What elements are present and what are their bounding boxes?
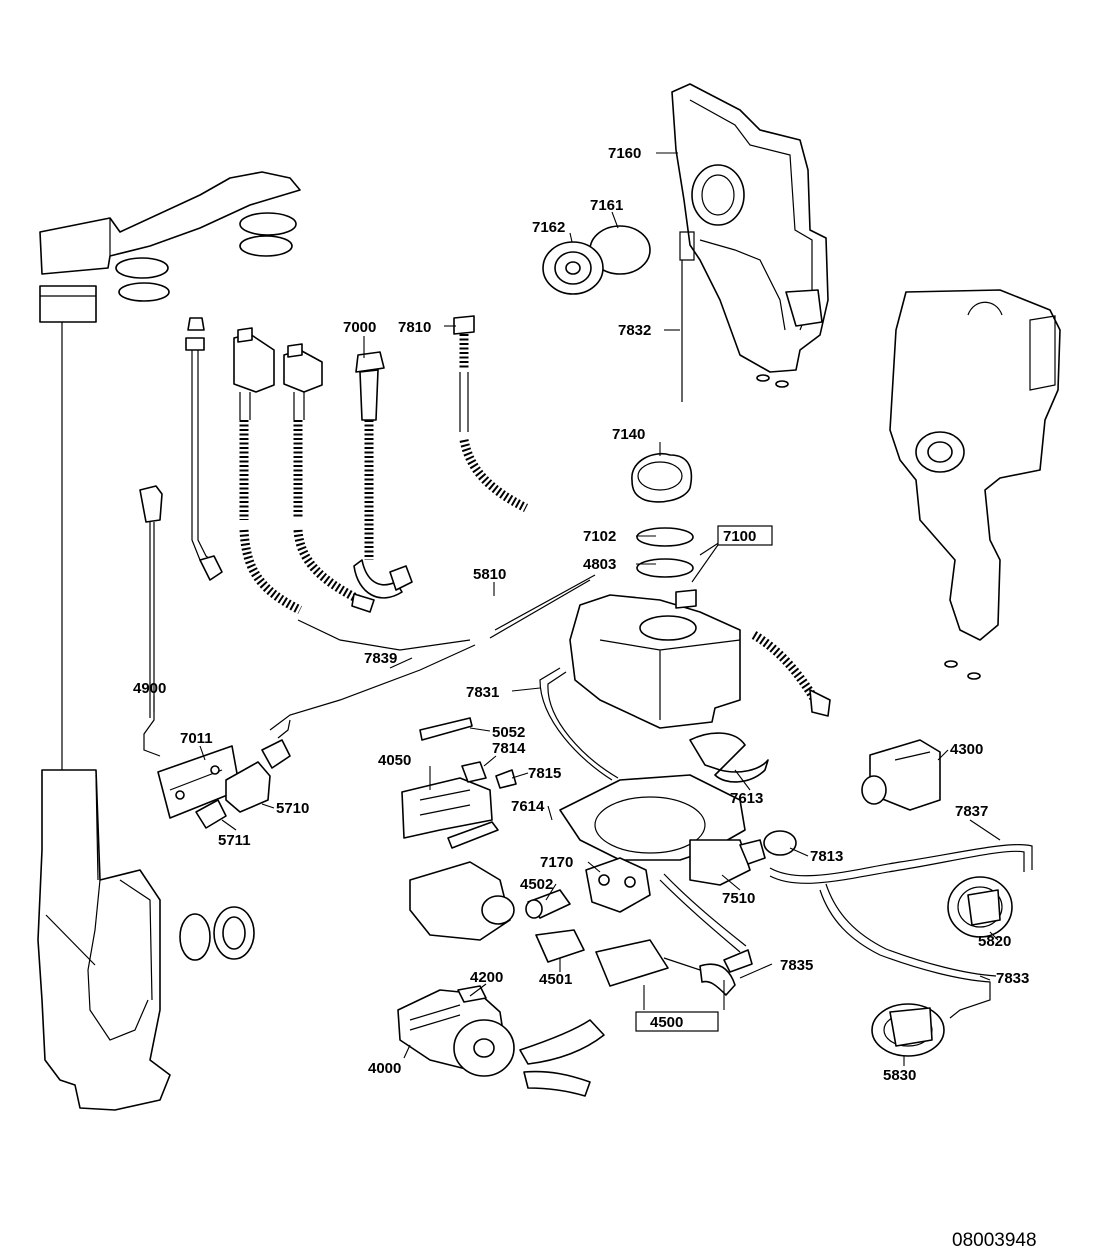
label-4500: 4500 bbox=[650, 1014, 683, 1031]
label-4900: 4900 bbox=[133, 680, 166, 697]
duct-seal-rings bbox=[115, 212, 297, 302]
circulation-pump-ghost bbox=[409, 861, 515, 941]
circulation-pump-4000 bbox=[397, 985, 515, 1077]
label-7835: 7835 bbox=[780, 957, 813, 974]
inlet-valve bbox=[195, 719, 291, 829]
label-4501: 4501 bbox=[539, 971, 572, 988]
tube-7833 bbox=[819, 883, 997, 1019]
label-4000: 4000 bbox=[368, 1060, 401, 1077]
leader-lines bbox=[153, 152, 1001, 1066]
label-4050: 4050 bbox=[378, 752, 411, 769]
label-4300: 4300 bbox=[950, 741, 983, 758]
label-box-4500 bbox=[635, 1011, 719, 1032]
pump-housing-7170 bbox=[585, 857, 651, 913]
pressure-switch-5830 bbox=[871, 1003, 945, 1057]
label-7614: 7614 bbox=[511, 798, 545, 815]
drain-pump-bracket bbox=[401, 761, 517, 839]
label-7837: 7837 bbox=[955, 803, 988, 820]
label-7810: 7810 bbox=[398, 319, 431, 336]
inlet-hoses bbox=[185, 315, 529, 615]
tube-7837 bbox=[769, 844, 1033, 884]
label-4803: 4803 bbox=[583, 556, 616, 573]
water-distribution-duct bbox=[671, 83, 829, 373]
spray-arm-hub bbox=[542, 225, 651, 295]
label-7510: 7510 bbox=[722, 890, 755, 907]
gasket-7613 bbox=[689, 732, 769, 783]
label-7839: 7839 bbox=[364, 650, 397, 667]
sump-hoses bbox=[751, 631, 831, 717]
label-7833: 7833 bbox=[996, 970, 1029, 987]
label-4502: 4502 bbox=[520, 876, 553, 893]
label-7814: 7814 bbox=[492, 740, 526, 757]
salt-rings bbox=[636, 527, 694, 578]
air-duct-top bbox=[39, 171, 301, 323]
pump-hoses bbox=[519, 1019, 605, 1097]
label-7160: 7160 bbox=[608, 145, 641, 162]
label-7100: 7100 bbox=[723, 528, 756, 545]
duct-fan-seal bbox=[179, 906, 255, 961]
air-duct-bottom bbox=[37, 769, 171, 1111]
label-7832: 7832 bbox=[618, 322, 651, 339]
label-7000: 7000 bbox=[343, 319, 376, 336]
drain-pump-4300 bbox=[861, 739, 941, 811]
label-7831: 7831 bbox=[466, 684, 499, 701]
label-7815: 7815 bbox=[528, 765, 561, 782]
hose-4501 bbox=[535, 929, 585, 963]
label-5052: 5052 bbox=[492, 724, 525, 741]
label-7170: 7170 bbox=[540, 854, 573, 871]
side-panel bbox=[889, 289, 1061, 680]
drawing-code: 08003948 bbox=[952, 1230, 1037, 1251]
label-7011: 7011 bbox=[180, 730, 213, 747]
pressure-switch-5820 bbox=[947, 876, 1013, 938]
label-4200: 4200 bbox=[470, 969, 503, 986]
label-5830: 5830 bbox=[883, 1067, 916, 1084]
label-7161: 7161 bbox=[590, 197, 623, 214]
salt-cap bbox=[631, 453, 693, 503]
label-7162: 7162 bbox=[532, 219, 565, 236]
label-5820: 5820 bbox=[978, 933, 1011, 950]
wire-harness bbox=[139, 485, 596, 757]
label-7613: 7613 bbox=[730, 790, 763, 807]
label-7813: 7813 bbox=[810, 848, 843, 865]
sump-housing bbox=[559, 774, 766, 886]
label-5710: 5710 bbox=[276, 800, 309, 817]
label-box-7100 bbox=[717, 525, 773, 546]
label-5810: 5810 bbox=[473, 566, 506, 583]
label-7140: 7140 bbox=[612, 426, 645, 443]
heater-pipe-4500 bbox=[595, 939, 753, 996]
small-washers-top bbox=[756, 374, 789, 388]
heater-element bbox=[447, 821, 499, 849]
connector-4502 bbox=[525, 889, 571, 919]
label-5711: 5711 bbox=[218, 832, 251, 849]
water-softener bbox=[569, 589, 741, 729]
label-7102: 7102 bbox=[583, 528, 616, 545]
seal-7813 bbox=[763, 830, 797, 856]
